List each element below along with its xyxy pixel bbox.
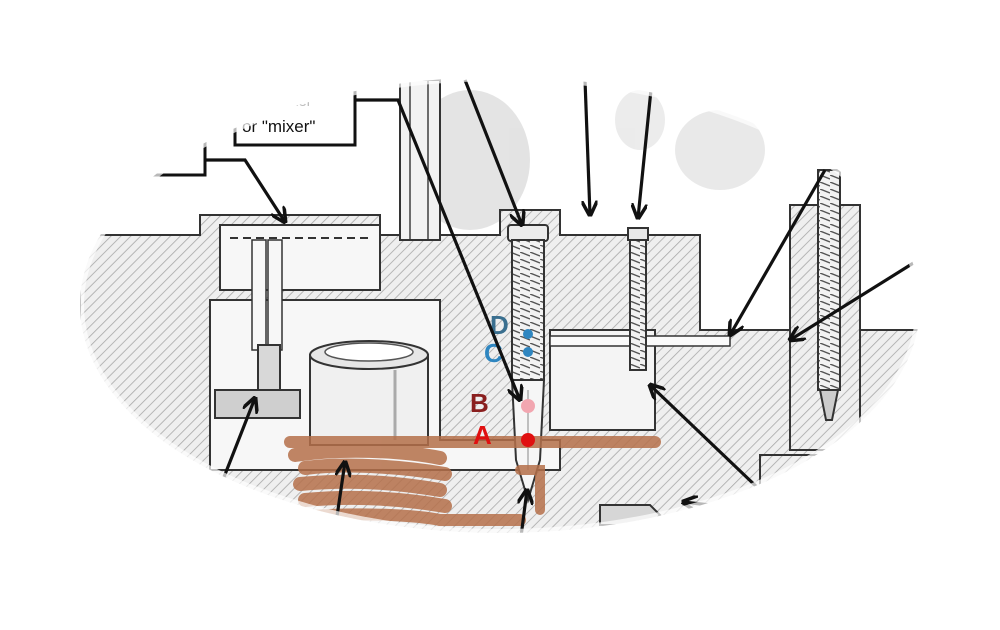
dot-d bbox=[523, 329, 533, 339]
marker-d: D bbox=[490, 310, 509, 340]
dot-c bbox=[523, 347, 533, 357]
markers-dots bbox=[521, 329, 535, 447]
leader-arrows bbox=[205, 79, 916, 533]
marker-a: A bbox=[473, 420, 492, 450]
idle-screw bbox=[627, 227, 649, 371]
dot-a bbox=[521, 433, 535, 447]
marker-b: B bbox=[470, 388, 489, 418]
dot-b bbox=[521, 399, 535, 413]
float-cylinder bbox=[309, 340, 429, 446]
oval-edge bbox=[76, 73, 924, 537]
mixture-screw bbox=[817, 169, 841, 421]
diagram-body: D C B A ...ixer or "mixer" bbox=[80, 77, 920, 533]
